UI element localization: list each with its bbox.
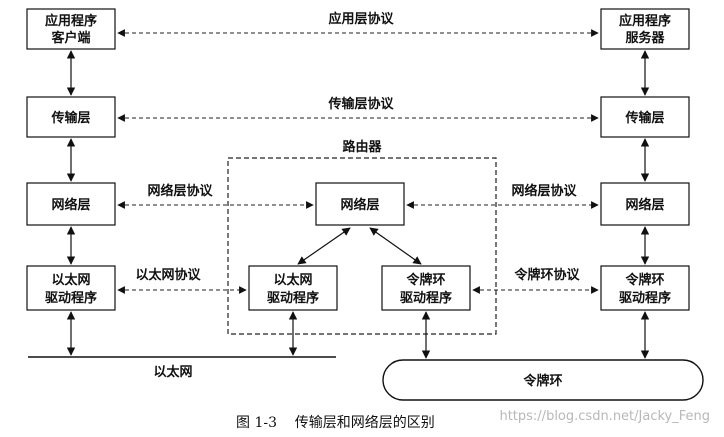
router-tr-driver-line2: 驱动程序: [400, 290, 452, 306]
client-driver-line2: 驱动程序: [45, 290, 97, 306]
network-protocol-right-label: 网络层协议: [511, 183, 577, 199]
router-tr-driver-box: 令牌环 驱动程序: [381, 265, 471, 311]
network-protocol-left-label: 网络层协议: [147, 183, 213, 199]
server-app-box: 应用程序 服务器: [600, 8, 690, 50]
router-network-eth-link: [297, 227, 351, 265]
ethernet-medium-label: 以太网: [153, 364, 192, 380]
ethernet-protocol-label: 以太网协议: [135, 267, 201, 283]
client-transport-label: 传输层: [50, 110, 90, 126]
application-protocol-label: 应用层协议: [328, 11, 394, 27]
server-transport-label: 传输层: [624, 110, 664, 126]
token-ring-shape: [382, 359, 704, 401]
client-app-line1: 应用程序: [45, 13, 97, 29]
router-network-tr-link: [369, 227, 422, 265]
watermark: https://blog.csdn.net/Jacky_Feng: [499, 409, 710, 424]
server-app-line1: 应用程序: [619, 13, 671, 29]
server-driver-line1: 令牌环: [625, 272, 664, 288]
router-eth-driver-line2: 驱动程序: [267, 290, 319, 306]
transport-protocol-label: 传输层协议: [327, 96, 394, 112]
client-network-box: 网络层: [26, 182, 116, 226]
server-driver-line2: 驱动程序: [619, 290, 671, 306]
client-transport-box: 传输层: [26, 96, 116, 138]
router-network-label: 网络层: [340, 197, 379, 213]
router-tr-driver-line1: 令牌环: [406, 272, 445, 288]
token-ring-medium-label: 令牌环: [523, 373, 562, 389]
router-title: 路由器: [342, 139, 382, 155]
server-transport-box: 传输层: [600, 96, 690, 138]
server-network-box: 网络层: [600, 182, 690, 226]
figure-caption: 图 1-3 传输层和网络层的区别: [236, 415, 435, 431]
router-eth-driver-line1: 以太网: [273, 272, 312, 288]
router-eth-driver-box: 以太网 驱动程序: [248, 265, 338, 311]
client-driver-line1: 以太网: [51, 272, 90, 288]
client-app-box: 应用程序 客户端: [26, 8, 116, 50]
server-network-label: 网络层: [625, 197, 664, 213]
server-app-line2: 服务器: [625, 30, 665, 46]
router-network-box: 网络层: [315, 182, 405, 226]
client-app-line2: 客户端: [51, 30, 90, 46]
server-driver-box: 令牌环 驱动程序: [600, 265, 690, 311]
router-enclosure: [227, 157, 497, 335]
client-driver-box: 以太网 驱动程序: [26, 265, 116, 311]
client-network-label: 网络层: [51, 197, 90, 213]
token-ring-protocol-label: 令牌环协议: [514, 267, 580, 283]
